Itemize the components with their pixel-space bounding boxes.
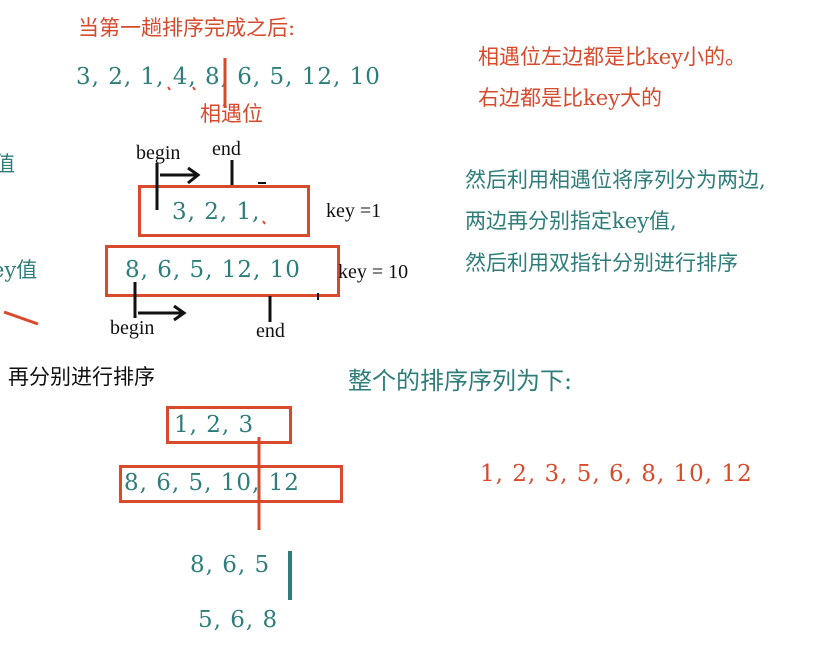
begin-label-top: begin: [136, 142, 181, 164]
explain-line-1: 然后利用相遇位将序列分为两边,: [465, 168, 766, 192]
final-sorted-sequence: 1, 2, 3, 5, 6, 8, 10, 12: [480, 461, 753, 487]
sorted-left-box: [166, 406, 292, 444]
right-partition-box: [105, 245, 340, 297]
begin-label-bottom: begin: [110, 317, 155, 339]
note-left-smaller: 相遇位左边都是比key小的。: [478, 45, 747, 69]
tick-mark: [167, 86, 171, 91]
left-edge-fragment-1: 值: [0, 152, 15, 176]
final-heading: 整个的排序序列为下:: [348, 367, 573, 395]
left-edge-fragment-2: ey值: [0, 258, 38, 282]
right-partition-key: key = 10: [338, 261, 409, 283]
left-partition-box: [138, 185, 310, 237]
left-partition-sequence: 3, 2, 1,: [172, 199, 261, 225]
right-partition-sequence: 8, 6, 5, 12, 10: [125, 257, 301, 283]
end-label-top: end: [212, 138, 241, 160]
explain-line-2: 两边再分别指定key值,: [465, 209, 677, 233]
resort-label: 再分别进行排序: [8, 365, 155, 389]
sub-sequence-after: 5, 6, 8: [198, 607, 279, 633]
note-right-larger: 右边都是比key大的: [478, 86, 663, 110]
left-partition-key: key =1: [326, 200, 382, 222]
red-dash-mark: [3, 310, 39, 326]
heading: 当第一趟排序完成之后:: [78, 16, 296, 40]
begin-arrowhead-top: [187, 166, 201, 185]
sorted-left-sequence: 1, 2, 3: [174, 412, 255, 438]
first-sequence: 3, 2, 1, 4, 8, 6, 5, 12, 10: [76, 64, 381, 90]
explain-line-3: 然后利用双指针分别进行排序: [465, 251, 738, 275]
second-right-box: [119, 465, 343, 503]
end-label-bottom: end: [256, 320, 285, 342]
meet-position-label: 相遇位: [200, 102, 263, 126]
sub-sequence-before: 8, 6, 5: [190, 552, 271, 578]
second-right-sequence: 8, 6, 5, 10, 12: [124, 470, 300, 496]
tick-mark: [262, 220, 266, 225]
tick-mark: [192, 86, 196, 91]
begin-arrowhead-bottom: [173, 304, 187, 322]
